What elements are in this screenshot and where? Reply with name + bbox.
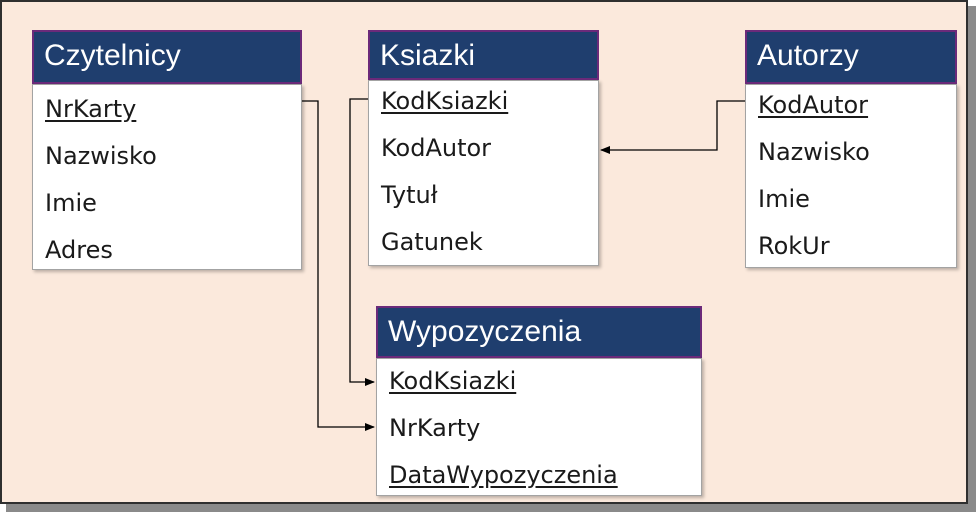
table-wypozyczenia[interactable]: Wypozyczenia KodKsiazki NrKarty DataWypo…	[376, 306, 702, 496]
canvas-shadow-right	[968, 6, 976, 512]
table-ksiazki-title: Ksiazki	[368, 30, 599, 80]
table-wypozyczenia-title: Wypozyczenia	[376, 306, 702, 358]
table-autorzy[interactable]: Autorzy KodAutor Nazwisko Imie RokUr	[745, 30, 957, 268]
field-kodksiazki: KodKsiazki	[381, 87, 509, 115]
table-autorzy-title: Autorzy	[745, 30, 957, 84]
table-ksiazki-body: KodKsiazki KodAutor Tytuł Gatunek	[368, 80, 599, 266]
field-nrkarty: NrKarty	[45, 95, 137, 123]
field-datawypozyczenia: DataWypozyczenia	[389, 461, 618, 489]
relation-ksiazki-wypozyczenia	[349, 98, 375, 386]
field-tytul: Tytuł	[381, 181, 438, 209]
field-kodautor: KodAutor	[381, 134, 492, 162]
field-kodautor: KodAutor	[758, 91, 869, 119]
field-nazwisko: Nazwisko	[758, 138, 870, 166]
canvas-shadow-bottom	[6, 504, 976, 512]
table-czytelnicy-body: NrKarty Nazwisko Imie Adres	[32, 84, 302, 270]
table-czytelnicy[interactable]: Czytelnicy NrKarty Nazwisko Imie Adres	[32, 30, 302, 270]
field-imie: Imie	[758, 185, 810, 213]
field-gatunek: Gatunek	[381, 228, 483, 256]
relation-autorzy-ksiazki	[600, 100, 745, 154]
field-adres: Adres	[45, 236, 113, 264]
table-ksiazki[interactable]: Ksiazki KodKsiazki KodAutor Tytuł Gatune…	[368, 30, 599, 266]
relation-czytelnicy-wypozyczenia	[302, 100, 375, 431]
table-autorzy-body: KodAutor Nazwisko Imie RokUr	[745, 84, 957, 268]
field-nazwisko: Nazwisko	[45, 142, 157, 170]
field-kodksiazki: KodKsiazki	[389, 367, 517, 395]
field-rokur: RokUr	[758, 232, 830, 260]
table-czytelnicy-title: Czytelnicy	[32, 30, 302, 84]
table-wypozyczenia-body: KodKsiazki NrKarty DataWypozyczenia	[376, 358, 702, 496]
field-nrkarty: NrKarty	[389, 414, 481, 442]
field-imie: Imie	[45, 189, 97, 217]
